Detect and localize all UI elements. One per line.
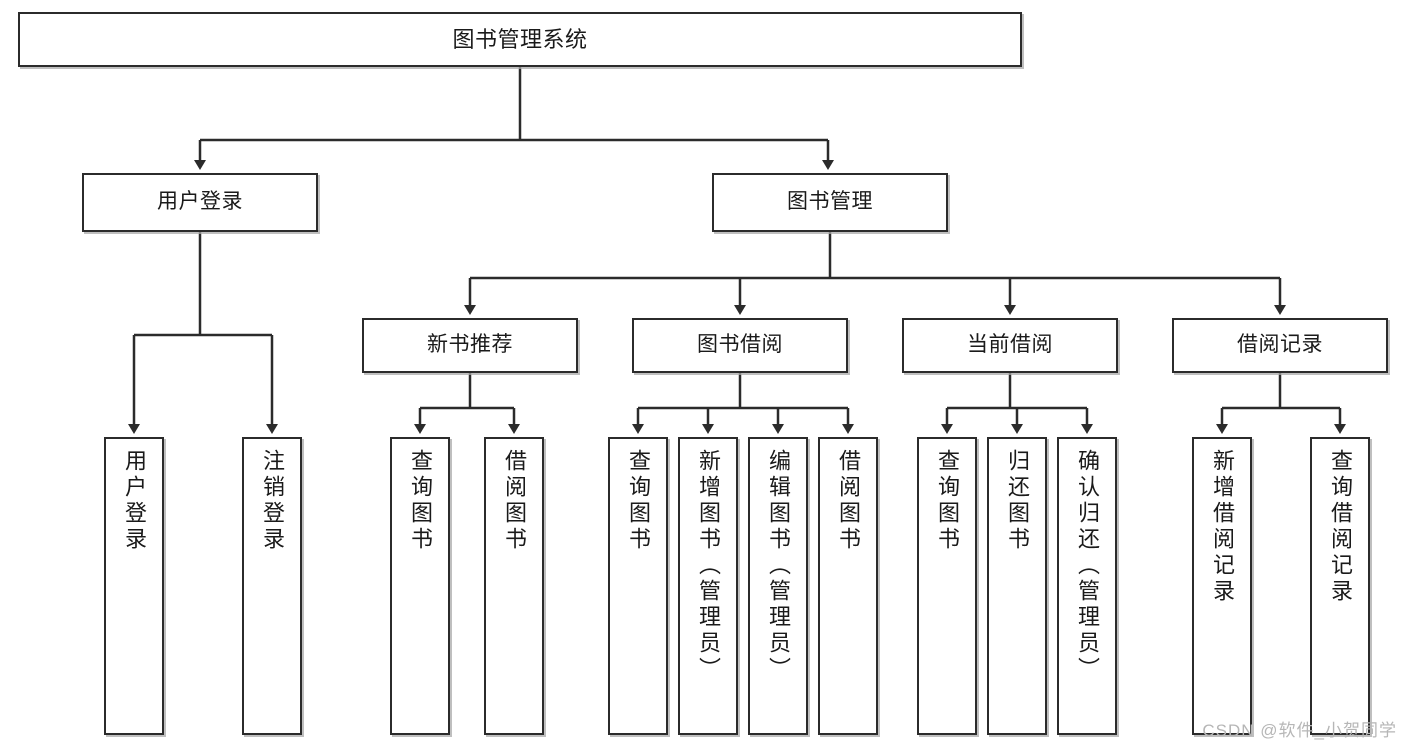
node-label: 新增借阅记录: [1210, 449, 1235, 605]
node-label: 当前借阅: [967, 333, 1053, 357]
leaf-edit-book-admin[interactable]: 编辑图书（管理员）: [748, 437, 808, 735]
node-book-management[interactable]: 图书管理: [712, 173, 948, 232]
node-label: 用户登录: [157, 190, 243, 214]
node-label: 图书借阅: [697, 333, 783, 357]
leaf-confirm-return-admin[interactable]: 确认归还（管理员）: [1057, 437, 1117, 735]
node-label: 查询借阅记录: [1328, 449, 1353, 605]
leaf-return-book[interactable]: 归还图书: [987, 437, 1047, 735]
leaf-add-book-admin[interactable]: 新增图书（管理员）: [678, 437, 738, 735]
node-label: 借阅记录: [1237, 333, 1323, 357]
node-label: 借阅图书: [836, 449, 861, 553]
leaf-query-borrowing-record[interactable]: 查询借阅记录: [1310, 437, 1370, 735]
node-label: 注销登录: [260, 449, 285, 553]
leaf-borrow-book-borrowing[interactable]: 借阅图书: [818, 437, 878, 735]
node-label: 查询图书: [408, 449, 433, 553]
leaf-user-login[interactable]: 用户登录: [104, 437, 164, 735]
node-book-borrowing[interactable]: 图书借阅: [632, 318, 848, 373]
leaf-query-book-newbook[interactable]: 查询图书: [390, 437, 450, 735]
node-label: 新书推荐: [427, 333, 513, 357]
watermark: CSDN @软件_小贺同学: [1202, 721, 1397, 740]
node-user-login[interactable]: 用户登录: [82, 173, 318, 232]
node-book-management-system[interactable]: 图书管理系统: [18, 12, 1022, 67]
leaf-logout[interactable]: 注销登录: [242, 437, 302, 735]
leaf-query-book-current[interactable]: 查询图书: [917, 437, 977, 735]
node-label: 确认归还（管理员）: [1075, 449, 1100, 683]
node-label: 图书管理: [787, 190, 873, 214]
node-label: 归还图书: [1005, 449, 1030, 553]
leaf-add-borrowing-record[interactable]: 新增借阅记录: [1192, 437, 1252, 735]
leaf-query-book-borrowing[interactable]: 查询图书: [608, 437, 668, 735]
node-new-book-recommendation[interactable]: 新书推荐: [362, 318, 578, 373]
node-borrowing-records[interactable]: 借阅记录: [1172, 318, 1388, 373]
node-label: 查询图书: [626, 449, 651, 553]
node-current-borrowing[interactable]: 当前借阅: [902, 318, 1118, 373]
node-label: 查询图书: [935, 449, 960, 553]
node-label: 图书管理系统: [452, 26, 588, 52]
node-label: 编辑图书（管理员）: [766, 449, 791, 683]
leaf-borrow-book-newbook[interactable]: 借阅图书: [484, 437, 544, 735]
node-label: 用户登录: [122, 449, 147, 553]
node-label: 借阅图书: [502, 449, 527, 553]
node-label: 新增图书（管理员）: [696, 449, 721, 683]
